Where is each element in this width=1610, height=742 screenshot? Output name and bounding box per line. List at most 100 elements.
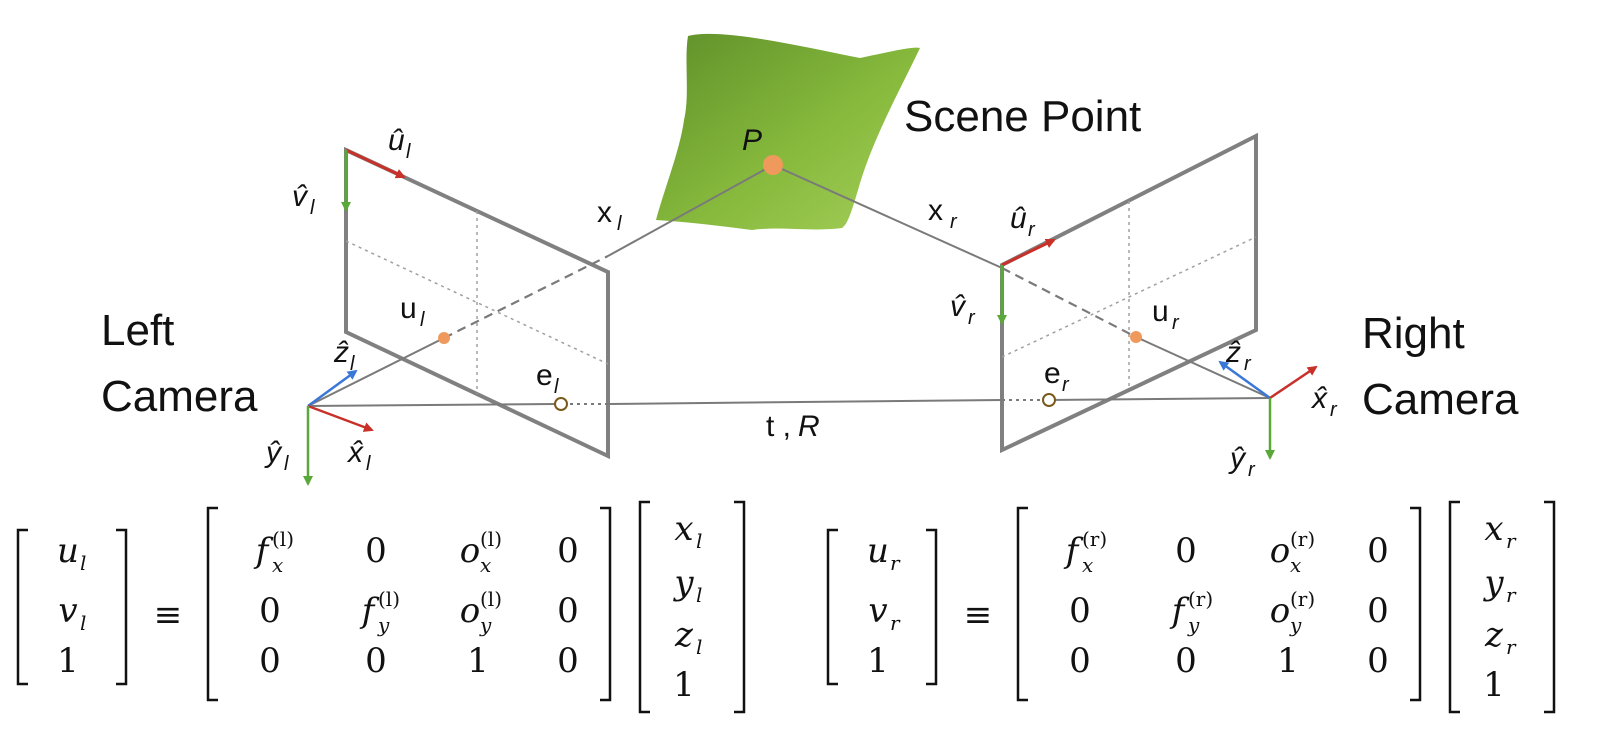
svg-text:l: l xyxy=(80,611,86,635)
svg-text:0: 0 xyxy=(557,531,579,571)
svg-text:z: z xyxy=(674,615,694,655)
image-point-ur xyxy=(1130,331,1142,343)
svg-text:y: y xyxy=(479,613,492,637)
svg-text:1: 1 xyxy=(867,641,889,681)
left-matrix-entry: 0 xyxy=(259,641,281,681)
right-equiv-sign: ≡ xyxy=(964,595,993,635)
svg-text:0: 0 xyxy=(1175,641,1197,681)
right-matrix-entry: 0 xyxy=(1367,531,1389,571)
svg-text:x: x xyxy=(1484,509,1503,549)
svg-text:(l): (l) xyxy=(480,527,502,551)
svg-text:l: l xyxy=(554,376,559,398)
svg-text:v̂: v̂ xyxy=(950,290,967,323)
right-z-axis-arrow xyxy=(1218,360,1271,400)
svg-text:f: f xyxy=(253,531,274,571)
svg-text:ŷ: ŷ xyxy=(1228,442,1247,475)
left-matrix-right-bracket xyxy=(600,506,612,702)
xhat-l-label: x̂ l xyxy=(346,436,371,475)
svg-text:r: r xyxy=(890,551,901,575)
right-matrix-right-bracket xyxy=(1410,506,1422,702)
svg-text:x: x xyxy=(480,553,491,577)
right-matrix-entry: 1 xyxy=(1277,641,1299,681)
svg-text:û: û xyxy=(1010,202,1027,235)
svg-text:x: x xyxy=(928,194,943,227)
svg-text:r: r xyxy=(1172,312,1180,334)
right-lhs-left-bracket xyxy=(826,528,838,686)
svg-text:x: x xyxy=(674,509,693,549)
svg-text:u: u xyxy=(57,531,79,571)
svg-text:r: r xyxy=(1506,635,1517,659)
left-camera-label-line2: Camera xyxy=(101,372,258,421)
svg-text:l: l xyxy=(350,353,355,375)
vhat-r-label: v̂ r xyxy=(950,290,976,329)
svg-text:1: 1 xyxy=(673,665,695,705)
left-rhs-entry: 1 xyxy=(673,665,695,705)
svg-text:u: u xyxy=(1152,295,1169,328)
svg-text:x̂: x̂ xyxy=(1310,382,1328,415)
svg-text:y: y xyxy=(672,563,694,603)
svg-text:1: 1 xyxy=(467,641,489,681)
e-r-label: e r xyxy=(1044,357,1070,396)
svg-text:0: 0 xyxy=(259,591,281,631)
svg-text:r: r xyxy=(1248,459,1256,481)
svg-text:o: o xyxy=(1270,591,1290,631)
svg-text:l: l xyxy=(80,551,86,575)
svg-text:r: r xyxy=(890,611,901,635)
svg-text:R: R xyxy=(798,410,820,443)
left-matrix-entry: 0 xyxy=(365,531,387,571)
left-matrix-entry: 0 xyxy=(365,641,387,681)
svg-text:o: o xyxy=(460,531,480,571)
svg-text:l: l xyxy=(366,453,371,475)
vhat-l-label: v̂ l xyxy=(292,180,315,219)
svg-text:ŷ: ŷ xyxy=(264,436,283,469)
left-lhs-left-bracket xyxy=(16,528,28,686)
t-R-label: t , R xyxy=(766,410,820,443)
left-camera-label-line1: Left xyxy=(101,306,174,355)
yhat-l-label: ŷ l xyxy=(264,436,289,475)
svg-text:0: 0 xyxy=(1367,641,1389,681)
left-z-axis-arrow xyxy=(307,369,358,408)
u-l-label: u l xyxy=(400,292,425,331)
svg-text:(r): (r) xyxy=(1290,587,1315,611)
svg-text:0: 0 xyxy=(365,641,387,681)
svg-text:x: x xyxy=(597,196,612,229)
svg-text:x: x xyxy=(1290,553,1301,577)
left-lhs-entry: 1 xyxy=(57,641,79,681)
svg-text:y: y xyxy=(1482,563,1504,603)
svg-text:o: o xyxy=(1270,531,1290,571)
left-matrix-entry: 1 xyxy=(467,641,489,681)
left-lhs-right-bracket xyxy=(116,528,128,686)
svg-text:l: l xyxy=(310,197,315,219)
left-u-axis-arrow xyxy=(345,148,406,179)
right-rhs-entry: 1 xyxy=(1483,665,1505,705)
svg-text:l: l xyxy=(696,635,702,659)
svg-text:l: l xyxy=(420,309,425,331)
e-l-label: e l xyxy=(536,359,559,398)
svg-text:l: l xyxy=(406,141,411,163)
left-equiv-sign: ≡ xyxy=(154,595,183,635)
svg-text:x̂: x̂ xyxy=(346,436,364,469)
svg-text:r: r xyxy=(950,211,958,233)
right-matrix-entry: 0 xyxy=(1175,641,1197,681)
svg-text:f: f xyxy=(1063,531,1084,571)
svg-text:0: 0 xyxy=(1175,531,1197,571)
left-x-axis-arrow xyxy=(307,404,374,432)
svg-text:r: r xyxy=(1506,529,1517,553)
rays xyxy=(307,164,1271,407)
zhat-l-label: ẑ l xyxy=(333,336,355,375)
svg-text:0: 0 xyxy=(1069,641,1091,681)
svg-text:f: f xyxy=(359,591,380,631)
